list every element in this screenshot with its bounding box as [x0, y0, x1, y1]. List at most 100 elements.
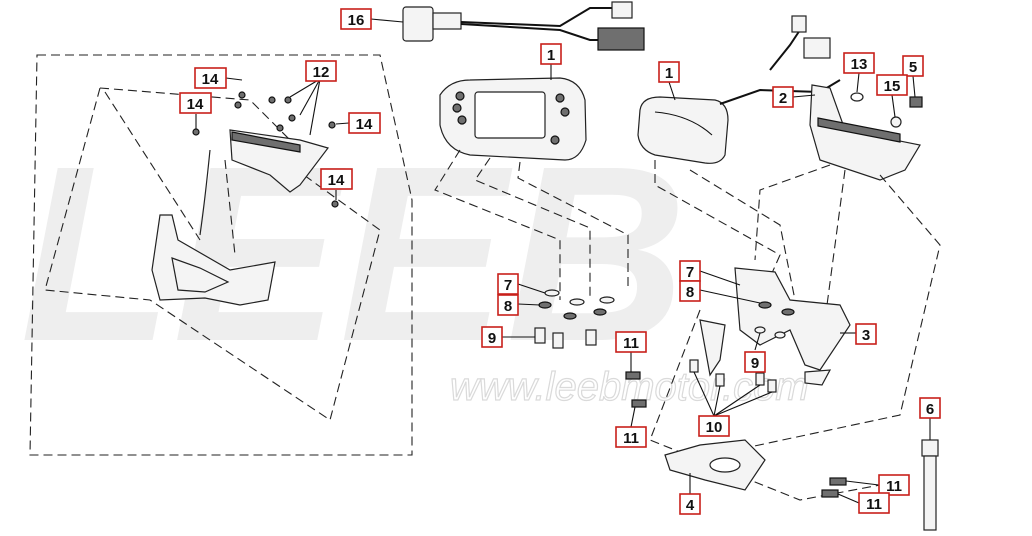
callout-11-c: 11 — [878, 474, 910, 496]
screw-cluster — [192, 91, 339, 208]
wiring-harness — [402, 1, 645, 51]
callout-1-rear: 1 — [658, 61, 680, 83]
callout-label: 7 — [686, 264, 694, 281]
o-ring — [850, 92, 864, 102]
washer — [890, 116, 902, 128]
phantom-lower-loop — [649, 309, 881, 501]
bracket-stay — [199, 149, 211, 236]
cable-tie — [921, 439, 939, 531]
callout-12: 12 — [305, 60, 337, 82]
callout-4: 4 — [679, 493, 701, 515]
callout-14-lower: 14 — [320, 168, 353, 190]
meter-plug-small — [791, 15, 807, 33]
bolt-head — [909, 96, 923, 108]
grommet-8 — [538, 301, 552, 309]
lower-mount — [625, 371, 847, 498]
callout-label: 15 — [884, 78, 901, 95]
leader-10b — [713, 385, 721, 417]
phantom-left-1 — [434, 149, 561, 300]
harness-plug-large — [597, 27, 645, 51]
meter-button — [455, 91, 465, 101]
leader-12c — [309, 78, 321, 136]
meter-button — [457, 115, 467, 125]
leader-5 — [912, 75, 916, 98]
callout-label: 10 — [706, 419, 723, 436]
callout-label: 1 — [547, 47, 555, 64]
meter-button — [452, 103, 462, 113]
callout-label: 6 — [926, 401, 934, 418]
harness-wire-lower — [460, 23, 600, 41]
callout-label: 14 — [202, 71, 219, 88]
headlight-bracket — [229, 129, 330, 193]
grommet-8 — [593, 308, 607, 316]
leader-12b — [299, 78, 321, 116]
phantom-left-3 — [517, 161, 629, 290]
leader-lines — [195, 18, 931, 504]
callout-label: 13 — [851, 56, 868, 73]
callout-8-left: 8 — [497, 294, 519, 316]
bolt-11 — [829, 477, 847, 486]
callout-1-front: 1 — [540, 43, 562, 65]
callout-label: 4 — [686, 497, 695, 514]
bracket-part-2-rail — [817, 117, 901, 143]
screw — [234, 101, 242, 109]
leader-10c — [713, 384, 761, 417]
bracket-rail — [231, 131, 301, 153]
meter-button — [560, 107, 570, 117]
meter-rear-detail — [654, 111, 713, 136]
screw — [238, 91, 246, 99]
grommet-stack-left — [534, 289, 615, 349]
cowl-phantom-line-1 — [104, 91, 201, 241]
collar-9 — [585, 329, 597, 346]
collar-9 — [534, 327, 546, 344]
screw — [276, 124, 284, 132]
bolt-11 — [821, 489, 839, 498]
leader-10d — [713, 391, 773, 417]
callout-9-left: 9 — [481, 326, 503, 348]
callout-5: 5 — [902, 55, 924, 77]
harness-wire-upper — [460, 7, 615, 28]
bush-10 — [755, 372, 765, 386]
meter-button — [550, 135, 560, 145]
leader-12a — [289, 78, 321, 98]
collar-9 — [754, 326, 766, 334]
callout-7-right: 7 — [679, 260, 701, 282]
callout-11-d: 11 — [858, 492, 890, 514]
callout-label: 8 — [504, 298, 512, 315]
callout-label: 9 — [751, 355, 759, 372]
leader-11c — [845, 480, 880, 486]
cowl-detail-group — [29, 54, 413, 456]
bush-10 — [767, 379, 777, 393]
bush-10 — [689, 359, 699, 373]
harness-connector-main — [402, 6, 434, 42]
callout-label: 1 — [665, 65, 673, 82]
stay-clip — [804, 369, 832, 386]
cable-tie-head — [921, 439, 939, 457]
leader-11b — [630, 406, 636, 428]
callout-14-left: 14 — [179, 92, 212, 114]
collar-9 — [552, 332, 564, 349]
leader-13 — [856, 72, 860, 93]
callout-7-left: 7 — [497, 273, 519, 295]
washer-7 — [569, 298, 585, 306]
callout-14-top: 14 — [194, 67, 227, 89]
callouts: 16 1 1 13 5 15 2 14 12 14 14 14 7 8 9 7 … — [179, 8, 941, 515]
screw — [331, 200, 339, 208]
stay-arm-left — [699, 319, 726, 377]
callout-label: 3 — [862, 327, 870, 344]
phantom-left-2 — [474, 157, 591, 300]
cowl-phantom-line-2 — [224, 159, 236, 256]
meter-front-screen — [474, 91, 546, 139]
leader-8a — [517, 303, 541, 306]
callout-label: 5 — [909, 59, 917, 76]
washer-7 — [544, 289, 560, 297]
leader-10a — [693, 371, 715, 417]
leader-11d — [837, 493, 860, 504]
callout-label: 2 — [779, 90, 787, 107]
callout-label: 11 — [623, 335, 639, 352]
meter-rear — [637, 15, 841, 164]
phantom-right-3 — [754, 164, 831, 261]
callout-8-right: 8 — [679, 280, 701, 302]
meter-stay — [689, 267, 851, 393]
grommet-8 — [758, 301, 772, 309]
